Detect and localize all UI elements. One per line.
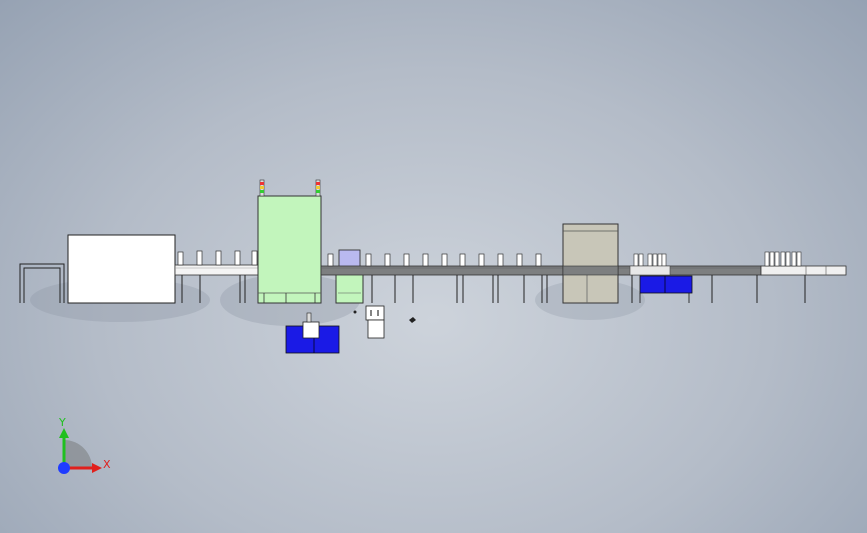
triad-y-arrowhead xyxy=(59,428,69,438)
blue-base-left[interactable] xyxy=(285,312,340,354)
bottles-gray-conveyor xyxy=(327,253,542,267)
white-enclosure[interactable] xyxy=(67,234,176,304)
bottles-white-conveyor xyxy=(177,250,258,266)
triad-x-label: X xyxy=(103,458,111,471)
bottle-cluster-outlet xyxy=(764,251,802,267)
triad-y-label: Y xyxy=(58,416,66,429)
inlet-frame[interactable] xyxy=(19,263,65,303)
white-operator-unit[interactable] xyxy=(365,305,385,339)
signal-tower-right xyxy=(315,179,321,197)
small-parts xyxy=(353,310,416,323)
coordinate-triad: Y X xyxy=(58,416,111,474)
triad-x-arrowhead xyxy=(92,463,102,473)
outlet-conveyor[interactable] xyxy=(756,265,847,303)
conveyor-legs xyxy=(371,275,758,303)
green-capper[interactable] xyxy=(335,249,364,304)
blue-base-right[interactable] xyxy=(639,275,693,303)
green-filling-machine[interactable] xyxy=(257,195,322,304)
triad-quarter-disc xyxy=(64,440,92,468)
signal-tower-left xyxy=(259,179,265,197)
white-transfer-segment xyxy=(629,265,671,276)
white-conveyor[interactable] xyxy=(174,264,259,303)
triad-z-origin xyxy=(58,462,70,474)
labeling-cabinet[interactable] xyxy=(562,223,619,304)
main-gray-conveyor[interactable] xyxy=(320,265,762,276)
bottle-cluster-mid xyxy=(633,253,667,267)
